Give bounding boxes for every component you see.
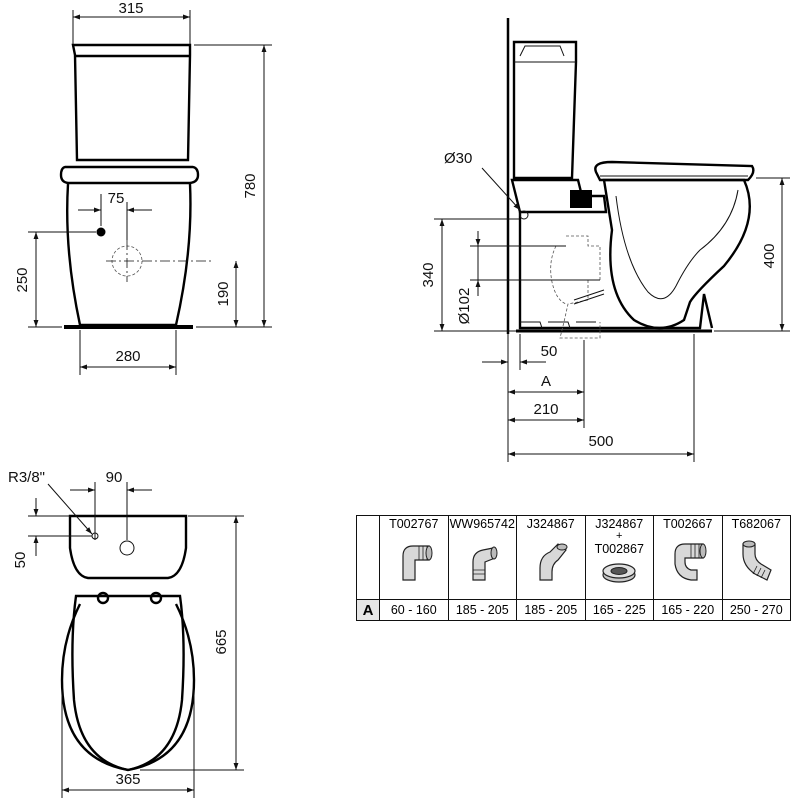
adapter-table: T002767 WW965742 J324867 J324867 [356, 515, 791, 621]
pan-connector-icon [402, 545, 433, 581]
dim-width-cistern: 315 [118, 0, 143, 17]
adapter-code: WW965742 [449, 517, 515, 531]
adapter-code: T002767 [389, 517, 439, 531]
adapter-range: 165 - 220 [653, 599, 723, 621]
adapter-cell: J324867 [516, 515, 586, 600]
adapter-cell: WW965742 [447, 515, 517, 600]
adapter-code: J324867 [526, 517, 575, 531]
pan-connector-icon [539, 543, 568, 581]
adapter-code: T682067 [731, 517, 781, 531]
dim-outlet-height: 190 [215, 281, 232, 306]
adapter-code: J324867 [595, 517, 644, 531]
dim-inlet-height: 250 [14, 267, 31, 292]
pan-connector-icon [674, 543, 707, 581]
dim-inlet-depth: 50 [12, 552, 29, 569]
dim-wall-gap: 50 [541, 343, 558, 360]
dim-inlet-diameter: Ø30 [444, 150, 472, 167]
adapter-range: 185 - 205 [516, 599, 586, 621]
row-label-a: A [356, 599, 380, 621]
adapter-code-secondary: T002867 [594, 542, 644, 556]
dim-projection: 500 [588, 433, 613, 450]
adapter-range: 60 - 160 [379, 599, 449, 621]
table-corner-cell [356, 515, 380, 600]
adapter-header-row: T002767 WW965742 J324867 J324867 [356, 515, 791, 600]
dim-total-height: 780 [242, 173, 259, 198]
adapter-range: 250 - 270 [721, 599, 791, 621]
dim-thread-size: R3/8" [8, 469, 45, 486]
dim-seat-width: 365 [115, 771, 140, 788]
dim-total-length: 665 [213, 629, 230, 654]
dim-base-width: 280 [115, 348, 140, 365]
pan-connector-icon [472, 546, 498, 581]
dim-inlet-spacing: 90 [106, 469, 123, 486]
dim-adapter-a: A [541, 373, 551, 390]
extension-ring-icon [602, 563, 636, 583]
dim-seat-height: 400 [761, 243, 778, 268]
adapter-cell: J324867 + T002867 [584, 515, 654, 600]
front-view: 315 780 75 250 190 280 [14, 0, 272, 375]
adapter-cell: T682067 [721, 515, 791, 600]
dim-outlet-diameter: Ø102 [456, 288, 473, 325]
dim-inlet-offset: 75 [108, 190, 125, 207]
dim-inlet-height-side: 340 [420, 262, 437, 287]
side-view: Ø30 340 Ø102 400 50 A 210 500 [420, 18, 790, 462]
top-view: R3/8" 90 50 665 365 [8, 469, 244, 798]
adapter-cell: T002767 [379, 515, 449, 600]
adapter-cell: T002667 [653, 515, 723, 600]
adapter-code: T002667 [663, 517, 713, 531]
adapter-range: 165 - 225 [584, 599, 654, 621]
pan-connector-icon [742, 540, 772, 581]
adapter-range: 185 - 205 [447, 599, 517, 621]
dim-outlet-distance: 210 [533, 401, 558, 418]
adapter-range-row: A 60 - 160 185 - 205 185 - 205 165 - 225… [356, 599, 791, 621]
adapter-plus: + [616, 530, 623, 542]
